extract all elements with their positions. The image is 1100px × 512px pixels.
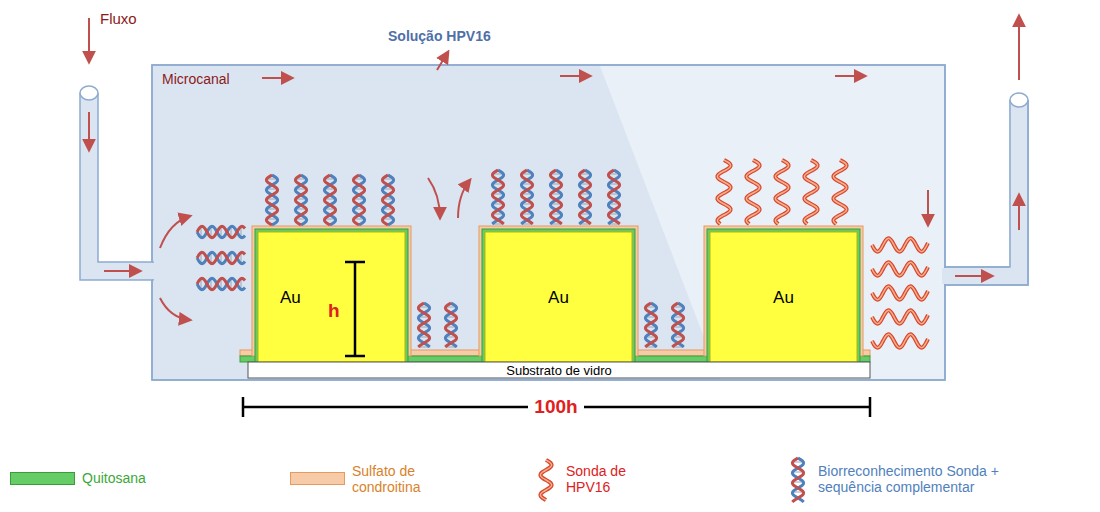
legend-swatch <box>290 472 345 485</box>
single-strand <box>775 160 788 224</box>
node-label: Au <box>548 288 569 307</box>
double-helix <box>645 303 656 347</box>
node-label: Microcanal <box>162 71 230 87</box>
inlet-joint <box>150 263 156 279</box>
double-helix <box>550 170 561 224</box>
flow-label: Fluxo <box>100 10 137 27</box>
single-strand <box>833 160 846 224</box>
legend-text: Quitosana <box>82 470 202 486</box>
double-helix <box>521 170 532 224</box>
outlet-tube-outline <box>944 100 1028 285</box>
double-helix <box>324 175 335 225</box>
single-strand <box>872 286 928 299</box>
legend-text: Biorreconhecimento Sonda + sequência com… <box>818 463 1043 495</box>
solution-label: Solução HPV16 <box>388 28 491 44</box>
single-strand <box>717 160 730 224</box>
double-helix <box>418 303 429 347</box>
double-helix <box>672 303 683 347</box>
double-helix <box>295 175 306 225</box>
double-helix <box>353 175 364 225</box>
gold-block-3 <box>704 226 863 362</box>
single-strand <box>804 160 817 224</box>
inlet-opening <box>80 86 98 100</box>
double-helix <box>445 303 456 347</box>
node-label: Au <box>280 288 301 307</box>
double-helix <box>492 170 503 224</box>
double-helix <box>792 458 803 502</box>
legend-swatch <box>10 472 75 485</box>
double-helix <box>197 278 245 289</box>
double-helix <box>608 170 619 224</box>
single-strand <box>746 160 759 224</box>
length-dimension <box>243 397 870 417</box>
outlet-tube <box>944 100 1028 285</box>
length-dimension-label: 100h <box>528 396 583 418</box>
legend-text: Sulfato de condroitina <box>352 463 447 495</box>
legend-icons <box>540 458 803 502</box>
gold-block-2 <box>479 226 638 362</box>
gold-block-1 <box>252 226 411 362</box>
outlet-tube-fill <box>944 100 1027 284</box>
single-strand <box>540 460 551 500</box>
channel-shading <box>600 66 944 379</box>
gold-electrode: Au <box>258 232 405 362</box>
channel-outline <box>152 65 945 380</box>
single-strand <box>872 238 928 251</box>
outlet-joint <box>942 268 947 284</box>
double-helix <box>266 175 277 225</box>
gold-electrode: Au <box>485 232 632 362</box>
glass-substrate: Substrato de vidro <box>248 362 870 378</box>
single-strand <box>872 310 928 323</box>
single-strand <box>872 262 928 275</box>
node-label: Substrato de vidro <box>506 363 612 378</box>
outlet-opening <box>1010 93 1028 107</box>
glass-substrate <box>248 362 870 378</box>
node-label: Au <box>773 288 794 307</box>
double-helix <box>197 226 245 237</box>
flow-arrows <box>89 16 1019 320</box>
dna-strands <box>197 160 928 348</box>
inlet-tube <box>80 93 153 280</box>
gold-electrode: Au <box>710 232 857 362</box>
height-dimension <box>345 262 365 356</box>
double-helix <box>579 170 590 224</box>
height-symbol: h <box>328 300 340 322</box>
double-helix <box>382 175 393 225</box>
channel-body <box>152 65 945 380</box>
single-strand <box>872 334 928 347</box>
microchannel: MicrocanalAu Au AuSubstrato de vidro <box>152 65 945 380</box>
legend-text: Sonda de HPV16 <box>566 463 656 495</box>
double-helix <box>197 252 245 263</box>
